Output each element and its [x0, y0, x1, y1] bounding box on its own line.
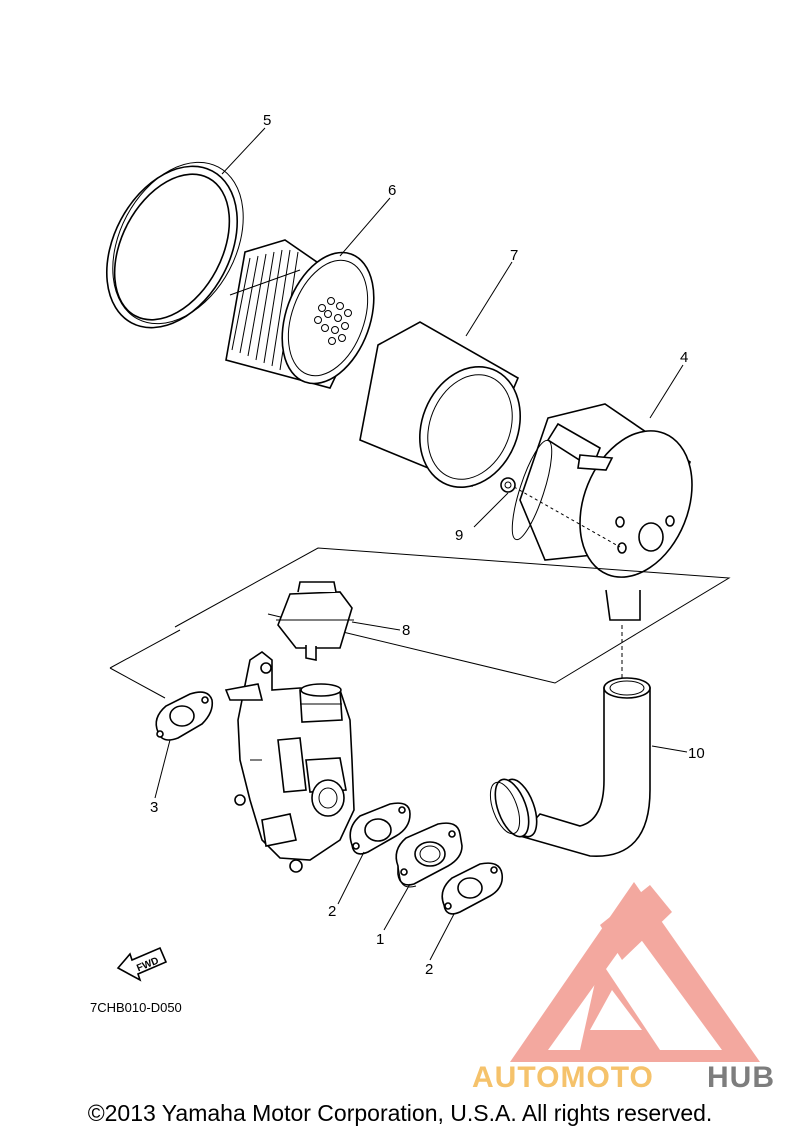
diagram-code: 7CHB010-D050 [90, 1000, 182, 1015]
assembly-outline [109, 547, 731, 699]
part-7-foam-element [359, 321, 522, 489]
callout-5: 5 [263, 112, 271, 129]
watermark-text-secondary: HUB [707, 1061, 775, 1094]
callout-8: 8 [402, 622, 410, 639]
callout-2-first: 2 [328, 903, 336, 920]
callout-2-second: 2 [425, 961, 433, 978]
leader-lines [154, 127, 688, 961]
copyright-notice: ©2013 Yamaha Motor Corporation, U.S.A. A… [87, 1100, 713, 1126]
part-2-gasket-a [349, 802, 411, 855]
watermark-text: AUTOMOTO HUB [472, 1061, 775, 1094]
part-2-gasket-b [441, 862, 504, 915]
part-9-nut [500, 477, 516, 493]
part-5-seal-ring [105, 161, 244, 329]
part-10-joint-hose [489, 677, 651, 857]
part-1-insulator [395, 822, 463, 888]
part-4-air-cleaner-case [511, 403, 693, 621]
part-3-gasket [155, 691, 214, 741]
callout-10: 10 [688, 745, 705, 762]
callout-3: 3 [150, 799, 158, 816]
watermark-text-primary: AUTOMOTO [472, 1061, 654, 1094]
callout-4: 4 [680, 349, 688, 366]
part-8-cap [276, 581, 354, 661]
callout-9: 9 [455, 527, 463, 544]
part-6-filter-element [225, 239, 375, 389]
watermark-logo [510, 882, 760, 1062]
carburetor [224, 651, 355, 873]
fwd-arrow-icon: FWD [116, 946, 168, 982]
callout-7: 7 [510, 247, 518, 264]
callout-6: 6 [388, 182, 396, 199]
callout-1: 1 [376, 931, 384, 948]
